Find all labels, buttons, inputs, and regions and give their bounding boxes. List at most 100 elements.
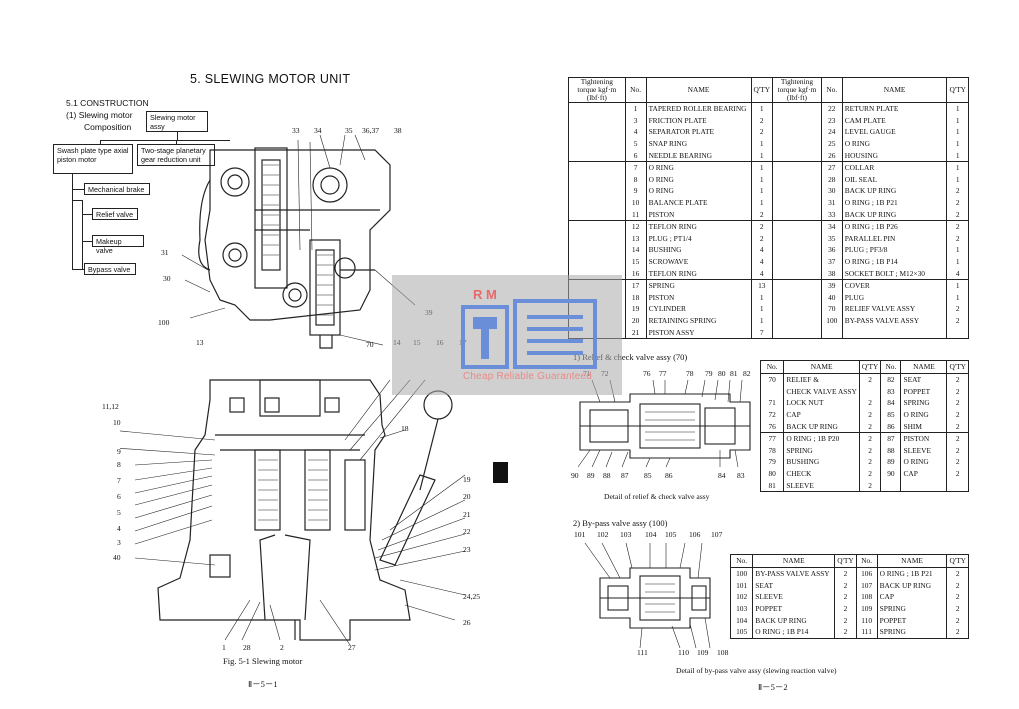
part-number-cell: 36 bbox=[820, 244, 843, 256]
part-number-cell: 107 bbox=[855, 579, 878, 592]
part-number-cell: 111 bbox=[855, 625, 878, 639]
callout-label: 1 bbox=[222, 643, 226, 652]
quantity-cell: 2 bbox=[946, 185, 969, 197]
figure-caption: Fig. 5-1 Slewing motor bbox=[223, 656, 303, 666]
tree-child: Bypass valve bbox=[84, 263, 136, 275]
part-name-cell: SLEEVE bbox=[752, 591, 836, 603]
torque-cell bbox=[568, 101, 626, 115]
quantity-cell: 2 bbox=[946, 385, 969, 398]
part-name-cell: BACK UP RING bbox=[783, 420, 860, 433]
part-name-cell: PISTON bbox=[645, 291, 752, 304]
quantity-cell: 1 bbox=[750, 314, 774, 327]
torque-cell bbox=[772, 303, 822, 315]
part-name-cell: PISTON bbox=[645, 208, 752, 221]
torque-cell bbox=[772, 314, 822, 327]
part-name-cell: POPPET bbox=[876, 614, 948, 626]
quantity-cell: 1 bbox=[946, 126, 969, 138]
tree-gear: Two-stage planetary gear reduction unit bbox=[137, 144, 215, 166]
callout-label: 4 bbox=[117, 524, 121, 533]
part-number-cell: 84 bbox=[880, 397, 902, 409]
relief-valve-drawing bbox=[577, 379, 751, 468]
part-name-cell: SLEEVE bbox=[900, 444, 948, 457]
part-name-cell bbox=[841, 326, 948, 339]
part-number-cell: 13 bbox=[624, 232, 647, 245]
torque-cell bbox=[568, 137, 626, 150]
part-number-cell: 6 bbox=[624, 149, 647, 162]
part-number-cell: 4 bbox=[624, 126, 647, 138]
callout-label: 76 bbox=[643, 369, 651, 378]
part-name-cell: FRICTION PLATE bbox=[645, 114, 752, 127]
callout-label: 83 bbox=[737, 471, 745, 480]
part-number-cell: 89 bbox=[880, 456, 902, 468]
callout-label: 86 bbox=[665, 471, 673, 480]
bypass-caption: Detail of by-pass valve assy (slewing re… bbox=[676, 666, 837, 675]
part-name-cell: SPRING bbox=[876, 625, 948, 639]
part-number-cell: 105 bbox=[729, 625, 754, 639]
part-number-cell: 33 bbox=[820, 208, 843, 221]
quantity-cell: 2 bbox=[858, 444, 882, 457]
part-number-cell: 40 bbox=[820, 291, 843, 304]
quantity-cell bbox=[946, 326, 969, 339]
part-name-cell: BALANCE PLATE bbox=[645, 196, 752, 209]
quantity-cell: 1 bbox=[946, 114, 969, 127]
page-number: Ⅱ－5－2 bbox=[758, 682, 788, 692]
torque-cell bbox=[772, 185, 822, 197]
torque-cell bbox=[568, 219, 626, 233]
part-name-cell: O RING ; 1B P14 bbox=[841, 255, 948, 268]
callout-label: 89 bbox=[587, 471, 595, 480]
page-number: Ⅱ－5－1 bbox=[248, 679, 278, 689]
part-number-cell bbox=[820, 326, 843, 339]
part-number-cell: 70 bbox=[759, 372, 785, 386]
part-number-cell: 100 bbox=[820, 314, 843, 327]
part-number-cell: 77 bbox=[759, 431, 785, 445]
table-header: No. bbox=[855, 554, 878, 568]
part-number-cell: 11 bbox=[624, 208, 647, 221]
callout-label: 100 bbox=[158, 318, 170, 327]
quantity-cell: 1 bbox=[750, 160, 774, 174]
quantity-cell: 2 bbox=[946, 579, 969, 592]
page-title: 5. SLEWING MOTOR UNIT bbox=[190, 72, 351, 86]
callout-label: 28 bbox=[243, 643, 251, 652]
quantity-cell: 2 bbox=[858, 456, 882, 468]
quantity-cell: 2 bbox=[750, 126, 774, 138]
quantity-cell: 1 bbox=[750, 149, 774, 162]
part-name-cell: O RING bbox=[841, 137, 948, 150]
torque-cell bbox=[568, 208, 626, 221]
torque-cell bbox=[568, 160, 626, 174]
table-header: NAME bbox=[841, 77, 948, 103]
table-header: No. bbox=[729, 554, 754, 568]
part-number-cell: 15 bbox=[624, 255, 647, 268]
part-name-cell: O RING ; 1B P21 bbox=[876, 566, 948, 580]
watermark-tagline: Cheap Reliable Guaranteed bbox=[463, 371, 592, 382]
relief-caption: Detail of relief & check valve assy bbox=[604, 492, 710, 501]
callout-label: 3 bbox=[117, 538, 121, 547]
torque-cell bbox=[568, 114, 626, 127]
callout-label: 9 bbox=[117, 447, 121, 456]
callout-label: 21 bbox=[463, 510, 471, 519]
quantity-cell: 2 bbox=[946, 397, 969, 409]
table-header: No. bbox=[624, 77, 647, 103]
part-number-cell: 26 bbox=[820, 149, 843, 162]
quantity-cell: 1 bbox=[750, 291, 774, 304]
callout-label: 88 bbox=[603, 471, 611, 480]
part-number-cell: 22 bbox=[820, 101, 843, 115]
quantity-cell: 1 bbox=[750, 185, 774, 197]
callout-label: 107 bbox=[711, 530, 723, 539]
part-number-cell: 19 bbox=[624, 303, 647, 315]
torque-cell bbox=[568, 232, 626, 245]
quantity-cell: 1 bbox=[750, 137, 774, 150]
part-name-cell: O RING bbox=[900, 408, 948, 421]
part-number-cell: 102 bbox=[729, 591, 754, 603]
part-number-cell: 101 bbox=[729, 579, 754, 592]
table-header: No. bbox=[880, 360, 902, 374]
part-name-cell: BACK UP RING bbox=[841, 208, 948, 221]
torque-cell bbox=[772, 291, 822, 304]
part-name-cell: PLUG ; PF3/8 bbox=[841, 244, 948, 256]
